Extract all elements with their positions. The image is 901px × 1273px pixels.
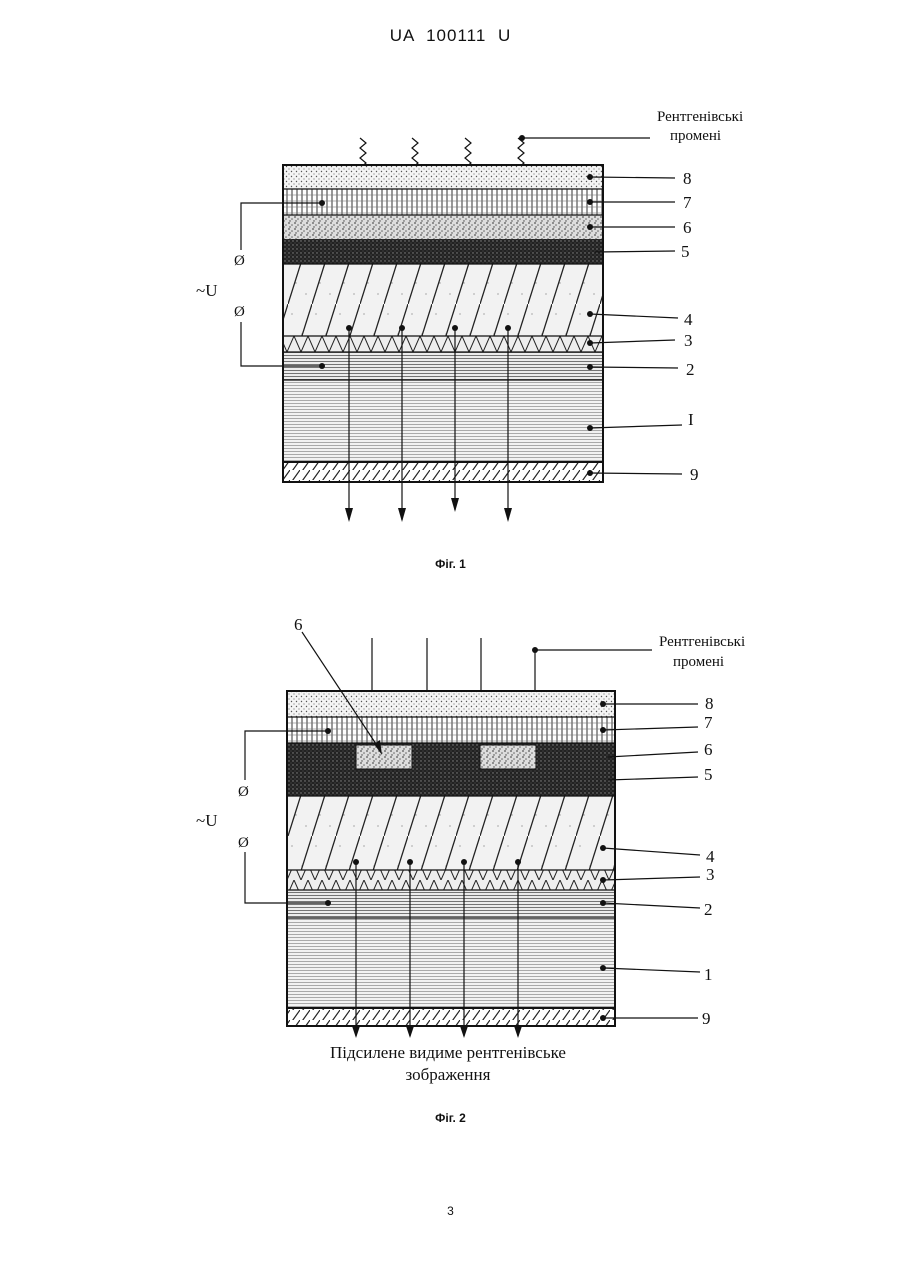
layer-1 xyxy=(287,918,615,1008)
output-label-line1: Підсилене видиме рентгенівське xyxy=(330,1043,566,1062)
svg-text:3: 3 xyxy=(706,865,715,884)
terminal-symbol-bottom: Ø xyxy=(234,304,245,320)
svg-text:9: 9 xyxy=(690,465,699,484)
xray-label-line1: Рентгенівські xyxy=(657,109,743,125)
svg-text:Ø: Ø xyxy=(238,784,249,800)
figure-1-diagram: Ø Ø ~U Рентгенівські промені 8 7 6 5 4 3… xyxy=(0,100,901,540)
layer-9 xyxy=(287,1008,615,1026)
svg-text:4: 4 xyxy=(684,310,693,329)
xray-label-line1: Рентгенівські xyxy=(659,634,745,650)
layer-8 xyxy=(283,165,603,189)
svg-text:2: 2 xyxy=(704,900,713,919)
svg-text:3: 3 xyxy=(684,331,693,350)
svg-text:6: 6 xyxy=(704,740,713,759)
layer-5 xyxy=(283,239,603,264)
layer-5 xyxy=(287,743,615,796)
svg-text:4: 4 xyxy=(706,847,715,866)
xray-label-line2: промені xyxy=(670,128,721,144)
layer-3 xyxy=(283,336,603,352)
svg-text:6: 6 xyxy=(683,218,692,237)
svg-text:I: I xyxy=(688,410,694,429)
svg-text:7: 7 xyxy=(704,713,713,732)
layer-stack xyxy=(283,165,603,482)
document-id-header: UA 100111 U xyxy=(0,26,901,46)
voltage-label: ~U xyxy=(196,281,217,300)
layer-9 xyxy=(283,462,603,482)
figure-2-caption: Фіг. 2 xyxy=(0,1111,901,1125)
layer-7 xyxy=(287,717,615,743)
svg-text:7: 7 xyxy=(683,193,692,212)
layer-number-labels: 8 7 6 5 4 3 2 I 9 xyxy=(681,169,699,484)
layer-4 xyxy=(287,796,615,870)
layer-7 xyxy=(283,189,603,215)
layer-3 xyxy=(287,870,615,890)
layer-8 xyxy=(287,691,615,717)
svg-text:5: 5 xyxy=(704,765,713,784)
svg-text:5: 5 xyxy=(681,242,690,261)
layer-4 xyxy=(283,264,603,336)
svg-text:8: 8 xyxy=(705,694,714,713)
page-number: 3 xyxy=(0,1204,901,1218)
layer-number-labels-2: 8 7 6 5 4 3 2 1 9 xyxy=(702,694,715,1028)
svg-text:8: 8 xyxy=(683,169,692,188)
svg-text:2: 2 xyxy=(686,360,695,379)
layer-6 xyxy=(283,215,603,239)
output-label-line2: зображення xyxy=(406,1065,491,1084)
layer-6-pad xyxy=(480,745,536,769)
svg-text:~U: ~U xyxy=(196,811,217,830)
svg-text:9: 9 xyxy=(702,1009,711,1028)
layer-2 xyxy=(283,352,603,380)
layer-6-pad xyxy=(356,745,412,769)
figure-1-caption: Фіг. 1 xyxy=(0,557,901,571)
terminal-symbol-top: Ø xyxy=(234,253,245,269)
layer-stack-2 xyxy=(287,691,615,1026)
figure-2-diagram: 6 Ø Ø ~U Рентгенівські промені 8 7 6 5 4… xyxy=(0,610,901,1100)
svg-text:1: 1 xyxy=(704,965,713,984)
layer-2 xyxy=(287,890,615,918)
svg-text:Ø: Ø xyxy=(238,835,249,851)
layer-1 xyxy=(283,380,603,462)
xray-label-line2: промені xyxy=(673,654,724,670)
callout-6-label: 6 xyxy=(294,615,303,634)
